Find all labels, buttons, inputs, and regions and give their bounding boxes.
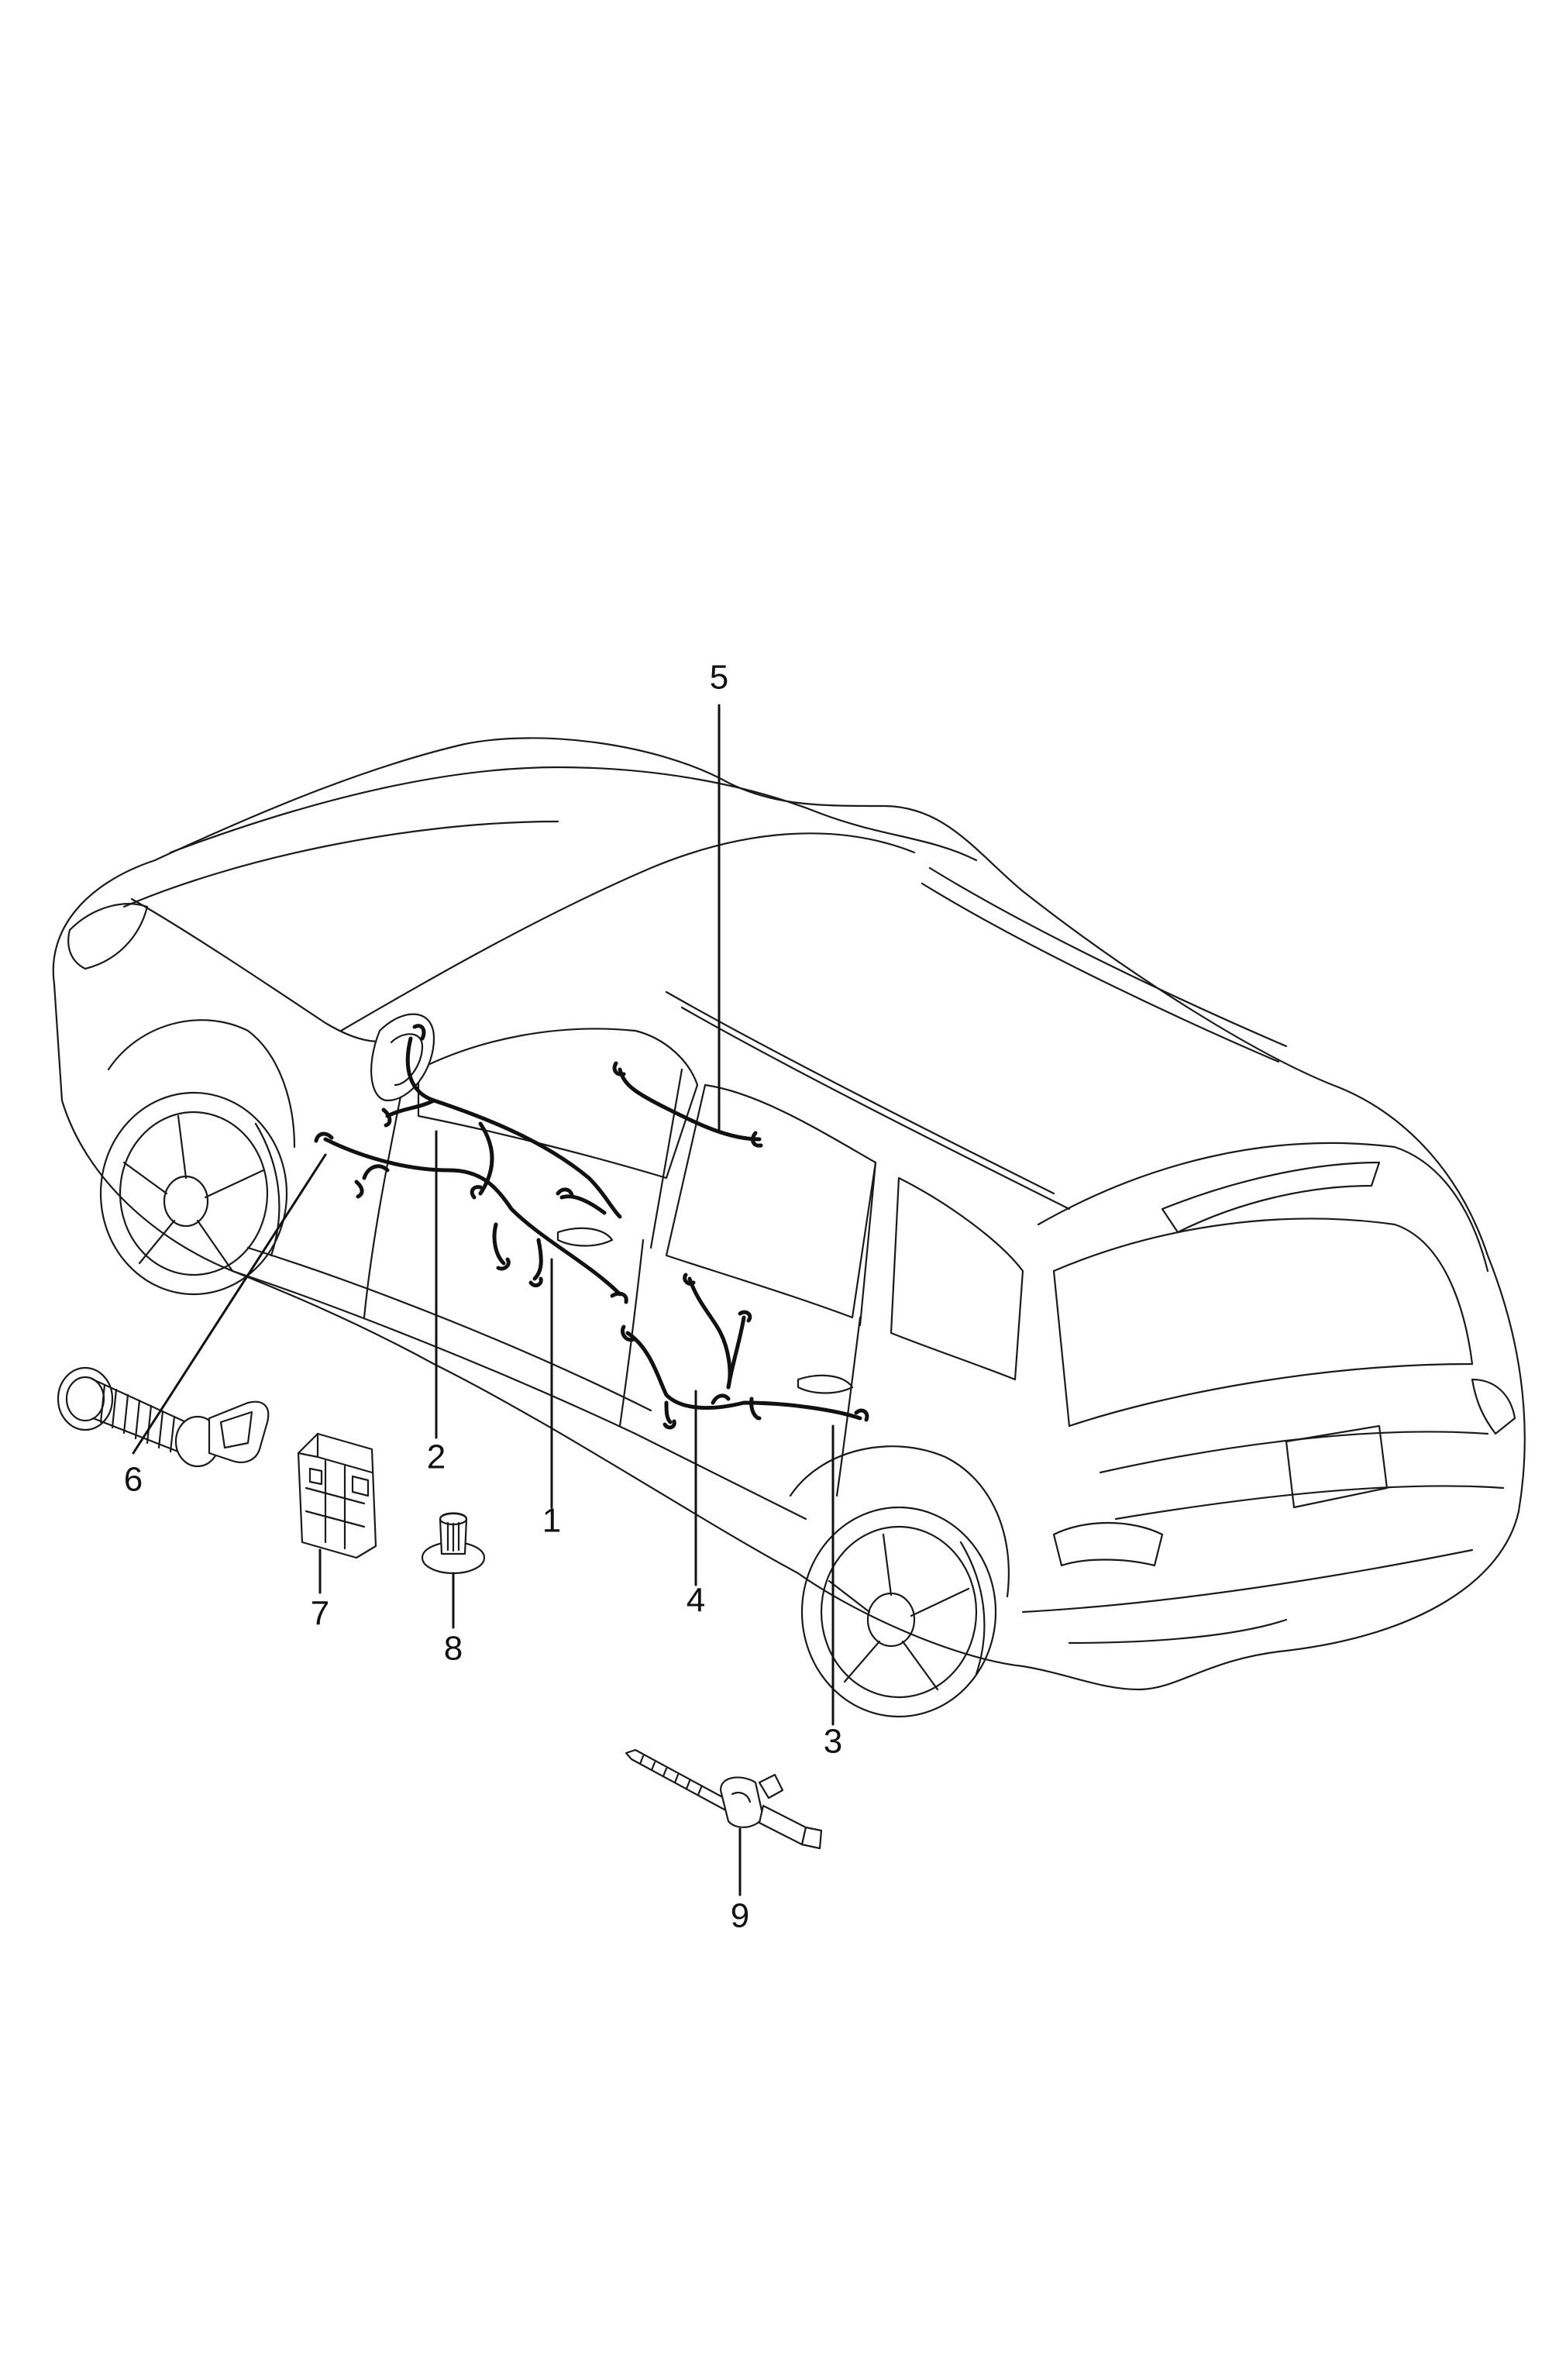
front-door-harness-lower	[314, 1131, 628, 1304]
callout-3: 3	[824, 1723, 842, 1761]
callout-1: 1	[542, 1502, 561, 1540]
vehicle-illustration	[52, 737, 1526, 1691]
callout-2: 2	[427, 1438, 446, 1476]
rear-window-harness	[612, 1061, 763, 1148]
part-6-bolt-grommet	[57, 1366, 270, 1468]
leader-6	[132, 1153, 327, 1455]
callout-7: 7	[311, 1595, 329, 1633]
rear-door-harness	[621, 1273, 869, 1430]
callout-9: 9	[731, 1897, 749, 1935]
callout-8: 8	[444, 1630, 463, 1668]
part-9-cable-tie	[625, 1748, 823, 1850]
rear-wheel	[800, 1506, 997, 1718]
callout-4: 4	[687, 1582, 705, 1620]
part-8-clip	[421, 1512, 486, 1575]
callout-labels: 1 2 3 4 5 6 7 8 9	[124, 659, 842, 1935]
front-door-harness-upper	[381, 1024, 622, 1219]
callout-5: 5	[710, 659, 728, 697]
callout-leaders	[132, 704, 835, 1896]
front-wheel	[99, 1091, 288, 1296]
part-7-connector-block	[297, 1432, 377, 1559]
callout-6: 6	[124, 1461, 143, 1499]
